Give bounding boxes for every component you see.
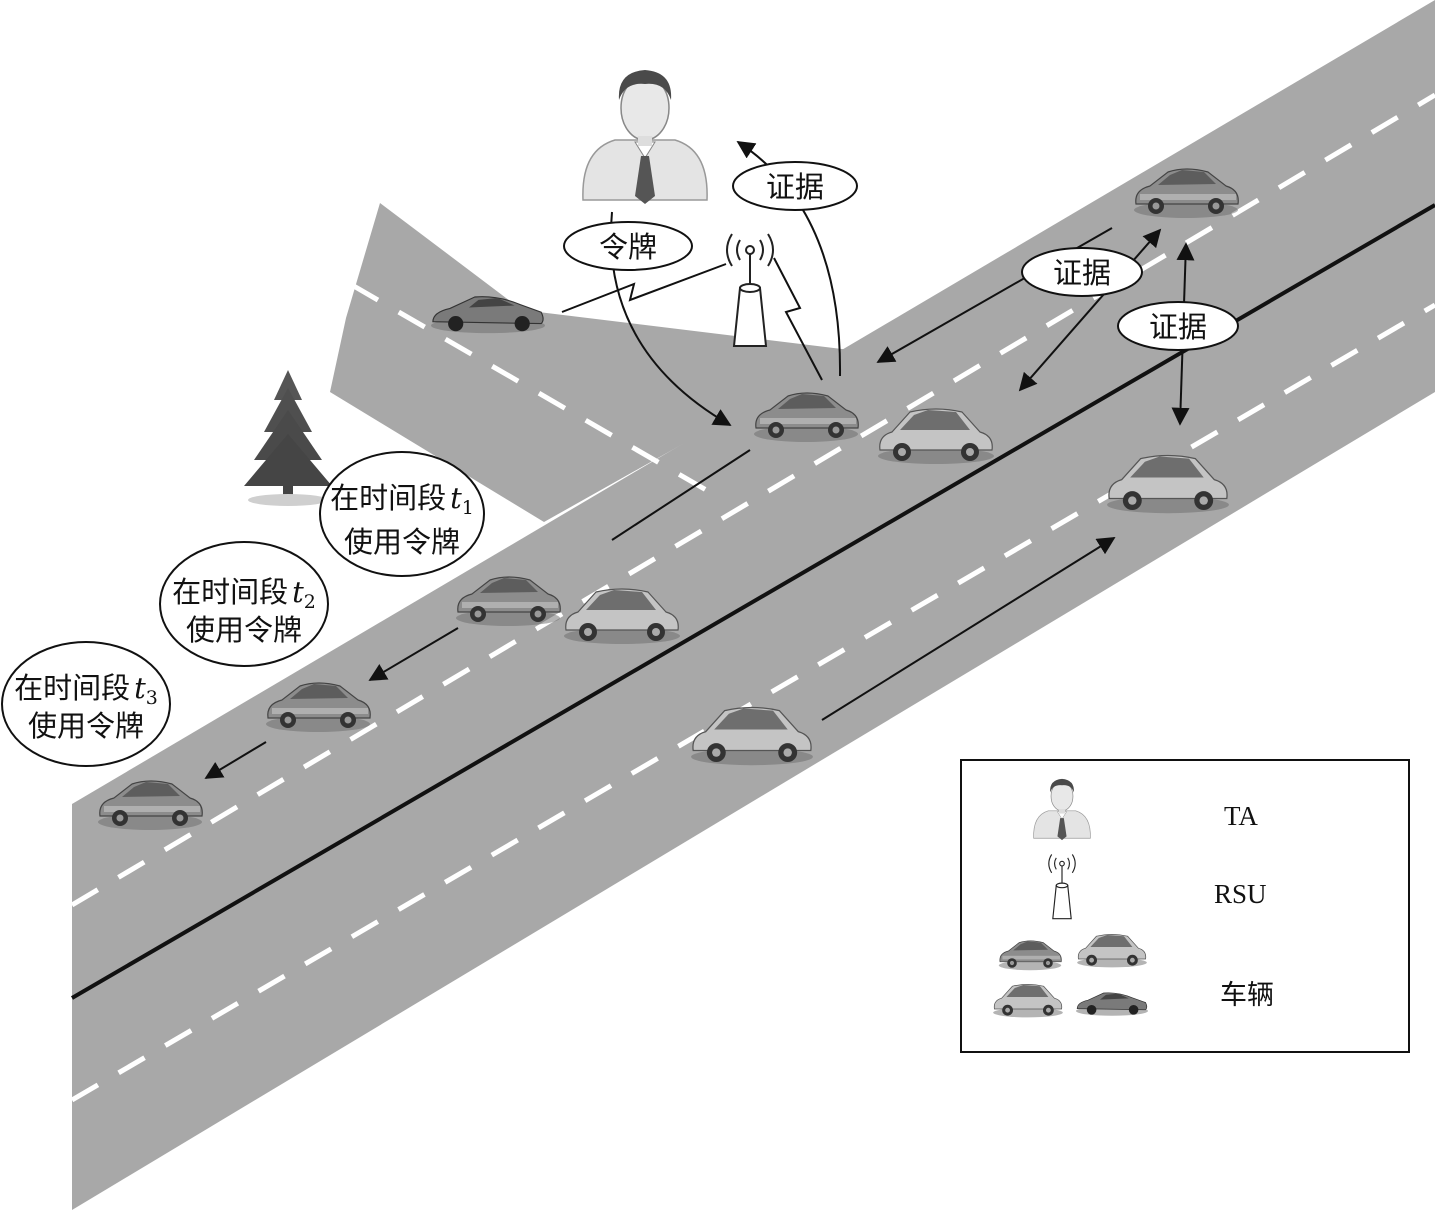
lane-dash-lower: [70, 302, 1435, 1103]
svg-text:使用令牌: 使用令牌: [28, 709, 144, 743]
v2v-arrow: [821, 537, 1116, 721]
side-road: [330, 203, 850, 522]
ta-person: [582, 69, 708, 205]
wireless-link-right: [773, 257, 823, 381]
rsu-tower: [726, 233, 774, 347]
legend-vehicle-label: 车辆: [1220, 980, 1274, 1010]
legend-rsu-label: RSU: [1214, 879, 1267, 909]
legend-ta-label: TA: [1224, 801, 1258, 831]
evidence-arrow-2: [1018, 228, 1162, 392]
legend-rsu-icon: [1048, 853, 1076, 920]
wireless-link-left: [561, 263, 727, 313]
legend-ta-icon: [1033, 778, 1091, 841]
svg-text:证据: 证据: [1149, 310, 1207, 344]
svg-text:使用令牌: 使用令牌: [186, 613, 302, 647]
svg-text:令牌: 令牌: [599, 230, 657, 264]
label-evidence-mid: 证据: [1021, 247, 1143, 297]
side-road-dash: [350, 282, 722, 501]
relay-line: [611, 449, 751, 541]
label-evidence-top: 证据: [732, 161, 858, 211]
svg-text:证据: 证据: [766, 170, 824, 204]
legend: TA RSU 车辆: [960, 759, 1410, 1053]
lane-dash-upper: [70, 92, 1435, 908]
evidence-to-ta-arrow: [736, 141, 842, 377]
label-evidence-right: 证据: [1117, 301, 1239, 351]
svg-text:使用令牌: 使用令牌: [344, 525, 460, 559]
tree: [244, 370, 332, 506]
handoff-arrow-2: [204, 741, 267, 779]
legend-vehicle-icons: [992, 934, 1149, 1018]
svg-text:证据: 证据: [1053, 256, 1111, 290]
label-token: 令牌: [563, 221, 693, 271]
handoff-arrow-1: [368, 627, 459, 681]
